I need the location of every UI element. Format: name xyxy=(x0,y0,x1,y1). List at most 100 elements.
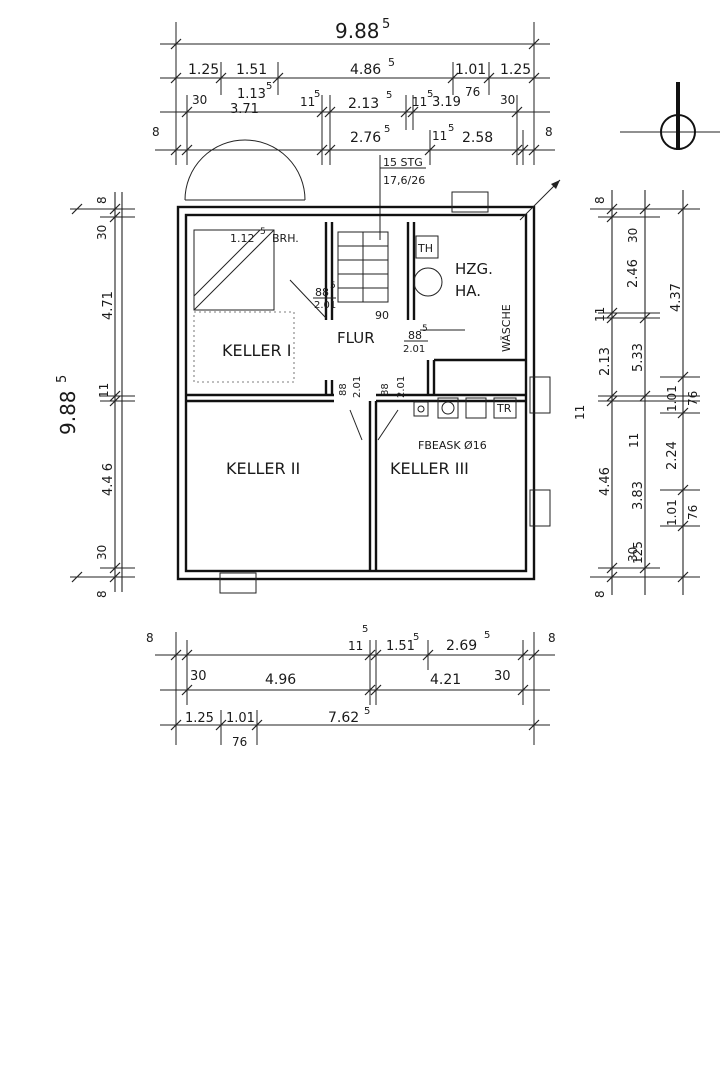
dim-label: 30 xyxy=(95,225,109,240)
right-dimension-labels: 8 30 2.46 11 2.13 11 4.46 30 8 4.37 5.33… xyxy=(573,196,700,598)
dim-label: 8 xyxy=(95,590,109,598)
dim-label: 4.46 xyxy=(598,467,613,496)
dim-label: 9.88 xyxy=(56,390,80,435)
room-ha: HA. xyxy=(455,282,481,300)
dim-label: 11 xyxy=(300,95,315,109)
dim-label: 5 xyxy=(448,123,454,134)
dim-label: 30 xyxy=(95,545,109,560)
room-labels: 1.12 5 BRH. KELLER I KELLER II KELLER II… xyxy=(222,227,513,478)
building-walls xyxy=(176,205,536,581)
left-dimension-lines xyxy=(70,192,135,592)
dim-label: 8 xyxy=(545,125,553,139)
dim-label: 5 xyxy=(413,632,419,643)
dim-label: 30 xyxy=(190,669,207,684)
dim-label: 30 xyxy=(626,228,640,243)
dim-label: 11 xyxy=(573,405,587,420)
dim-label: 8 xyxy=(95,196,109,204)
dim-label: 8 xyxy=(146,631,154,645)
dim-label: 30 xyxy=(626,547,640,562)
dim-label: 2.13 xyxy=(598,347,613,376)
dim-label: 8 xyxy=(548,631,556,645)
door-label: 2.01 xyxy=(396,376,407,398)
dim-label: 4.37 xyxy=(669,283,684,312)
fixtures: TH TR xyxy=(413,235,517,419)
left-dimension-labels: 8 30 4.71 9.88 5 11 4.4 6 30 8 xyxy=(55,196,116,598)
dim-label: 76 xyxy=(686,505,700,520)
stair-graphic xyxy=(337,231,389,303)
door-label: 2.01 xyxy=(352,376,363,398)
door-label: 2.01 xyxy=(403,344,425,355)
dim-label: 4.71 xyxy=(101,291,116,320)
room-keller-2: KELLER II xyxy=(226,459,300,478)
room-hzg: HZG. xyxy=(455,260,493,278)
dim-label: 8 xyxy=(152,125,160,139)
dim-label: 1.51 xyxy=(386,639,415,654)
brh-text: BRH. xyxy=(272,232,299,245)
dim-label: 125 xyxy=(631,541,645,564)
overall-width-sup: 5 xyxy=(382,17,390,32)
dim-label: 1.25 xyxy=(185,711,214,726)
dim-label: 11 xyxy=(97,383,111,398)
fbeask-label: FBEASK Ø16 xyxy=(418,439,487,452)
dim-label: 76 xyxy=(465,85,480,99)
dim-label: 7.62 xyxy=(328,710,359,726)
windows xyxy=(219,179,561,594)
door-label: 88 xyxy=(408,329,422,342)
door-label: 5 xyxy=(330,281,336,291)
dim-label: 4.86 xyxy=(350,62,381,78)
door-swings xyxy=(289,279,465,441)
dim-label: 5 xyxy=(388,56,395,69)
stair-count: 15 STG xyxy=(383,156,423,169)
dim-label: 3.71 xyxy=(230,102,259,117)
right-dimension-lines xyxy=(590,190,700,595)
brh-sup: 5 xyxy=(260,227,266,237)
dim-label: 2.76 xyxy=(350,130,381,146)
dim-label: 5 xyxy=(364,706,370,717)
dim-label: 2.58 xyxy=(462,130,493,146)
bottom-dimension-lines xyxy=(155,632,555,745)
dim-label: 1.01 xyxy=(665,499,679,526)
door-label: 2.01 xyxy=(314,300,336,311)
entrance-door xyxy=(184,139,306,201)
north-arrow-icon xyxy=(620,82,720,150)
storage-rack xyxy=(193,229,295,383)
door-label: 90 xyxy=(375,309,389,322)
room-keller-3: KELLER III xyxy=(390,459,469,478)
dim-label: 4.4 6 xyxy=(101,463,116,496)
th-label: TH xyxy=(417,242,433,255)
bottom-dimension-labels: 8 11 5 1.51 5 2.69 5 8 30 4.96 4.21 30 1… xyxy=(146,624,556,749)
dim-label: 8 xyxy=(593,590,607,598)
dim-label: 5.33 xyxy=(631,343,646,372)
top-dimension-lines xyxy=(155,22,555,165)
dim-label: 1.01 xyxy=(665,385,679,412)
dim-label: 30 xyxy=(192,93,207,107)
dim-label: 76 xyxy=(686,391,700,406)
top-dimension-labels: 9.88 5 1.25 1.51 4.86 5 1.01 1.25 30 3.7… xyxy=(152,17,553,146)
dim-label: 11 xyxy=(593,307,607,322)
dim-label: 1.13 xyxy=(237,87,266,102)
dim-label: 76 xyxy=(232,735,247,749)
dim-label: 11 xyxy=(432,129,447,143)
brh-label: 1.12 xyxy=(230,232,255,245)
dim-label: 3.19 xyxy=(432,95,461,110)
dim-label: 5 xyxy=(314,89,320,100)
dim-label: 5 xyxy=(384,124,390,135)
dim-label: 30 xyxy=(494,669,511,684)
dim-label: 1.51 xyxy=(236,62,267,78)
dim-label: 5 xyxy=(386,90,392,101)
dim-label: 11 xyxy=(348,639,363,653)
door-label: 5 xyxy=(422,324,428,334)
door-label: 88 xyxy=(338,383,349,396)
dim-label: 2.13 xyxy=(348,96,379,112)
dim-label: 2.69 xyxy=(446,638,477,654)
door-label: 88 xyxy=(380,383,391,396)
dim-label: 5 xyxy=(484,630,490,641)
dim-label: 3.83 xyxy=(631,481,646,510)
dim-label: 5 xyxy=(55,375,70,383)
dim-label: 2.24 xyxy=(665,441,680,470)
room-keller-1: KELLER I xyxy=(222,341,291,360)
dim-label: 8 xyxy=(593,196,607,204)
tr-label: TR xyxy=(496,402,512,415)
room-flur: FLUR xyxy=(337,329,375,347)
